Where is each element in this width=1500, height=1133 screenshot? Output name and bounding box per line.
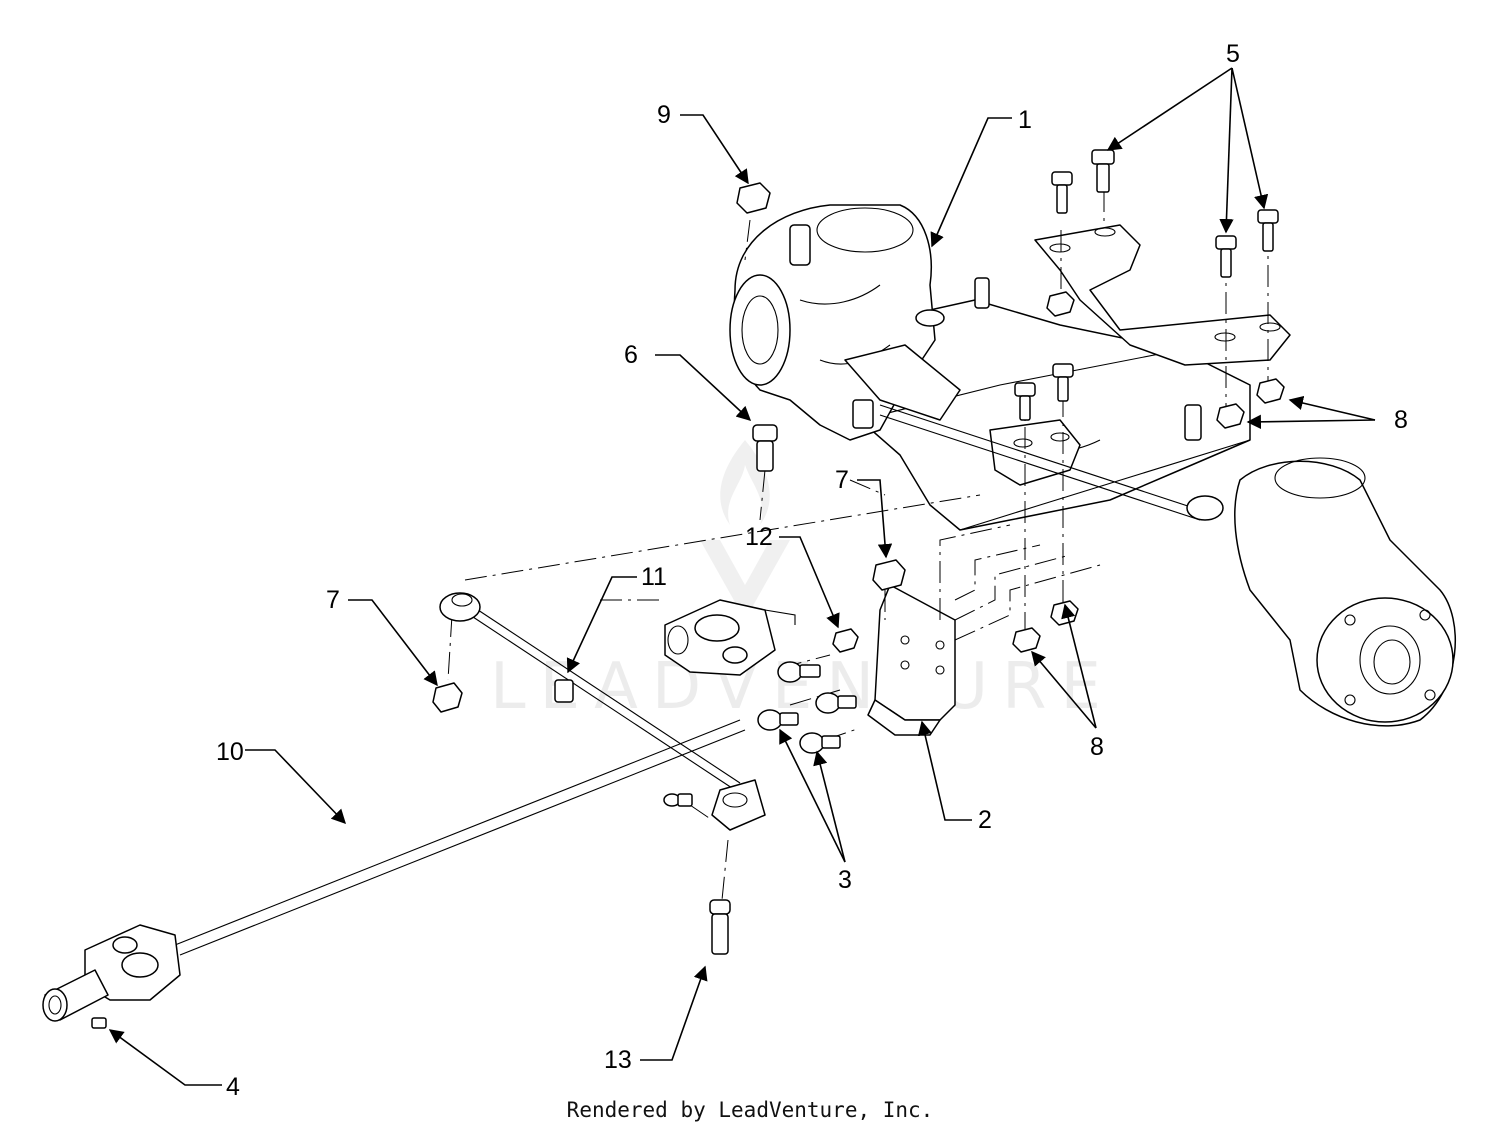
callout-6: 6 [624,341,638,369]
callout-12: 12 [745,523,773,551]
u-joint-rear [664,599,796,676]
bolt-3a [777,661,821,683]
callout-labels: 1 2 3 4 5 6 7 7 8 8 9 10 11 12 13 [216,40,1408,1101]
footer-credit: Rendered by LeadVenture, Inc. [566,1098,934,1122]
callout-7b: 7 [326,586,340,614]
bolt-5a [1091,149,1115,193]
nut-7b [432,682,463,713]
drive-shaft [42,599,796,1022]
callout-1: 1 [1018,106,1032,134]
callout-10: 10 [216,738,244,766]
bolt-5d [1257,209,1279,252]
callout-7a: 7 [835,466,849,494]
watermark-text: LEADVENTURE [490,650,1115,724]
u-joint-front [42,924,181,1022]
fasteners [91,149,1285,1029]
bolt-front-b [1052,363,1074,402]
callout-5: 5 [1226,40,1240,68]
callout-13: 13 [604,1046,632,1074]
callout-8a: 8 [1394,406,1408,434]
drag-link [439,592,766,831]
nut-8c [1012,627,1041,653]
nut-12 [832,628,859,653]
phantom-lines [447,190,1269,901]
nut-7a [872,559,906,591]
bolt-3c [757,709,799,731]
bolt-3b [815,692,857,714]
callout-9: 9 [657,101,671,129]
stud-13 [709,899,731,955]
leadventure-v-icon [700,540,790,620]
callout-8b: 8 [1090,733,1104,761]
bolt-3d [799,732,841,754]
nut-8a [1216,403,1245,429]
callout-leaders [108,67,1376,1086]
front-axle-assembly [729,204,1456,727]
set-screw-4 [91,1017,107,1029]
stud-6 [752,424,778,472]
bolt-front-a [1014,382,1036,421]
bolt-5c [1215,235,1237,278]
bolt-5b [1051,171,1073,214]
callout-4: 4 [226,1073,240,1101]
nut-9 [736,182,771,214]
nut-8d [1050,600,1079,626]
callout-2: 2 [978,806,992,834]
grease-fitting [663,793,693,807]
nut-8b [1256,378,1285,404]
mounting-bracket [867,584,956,736]
callout-3: 3 [838,866,852,894]
callout-11: 11 [641,563,667,591]
nut-rear-a [1046,291,1075,317]
